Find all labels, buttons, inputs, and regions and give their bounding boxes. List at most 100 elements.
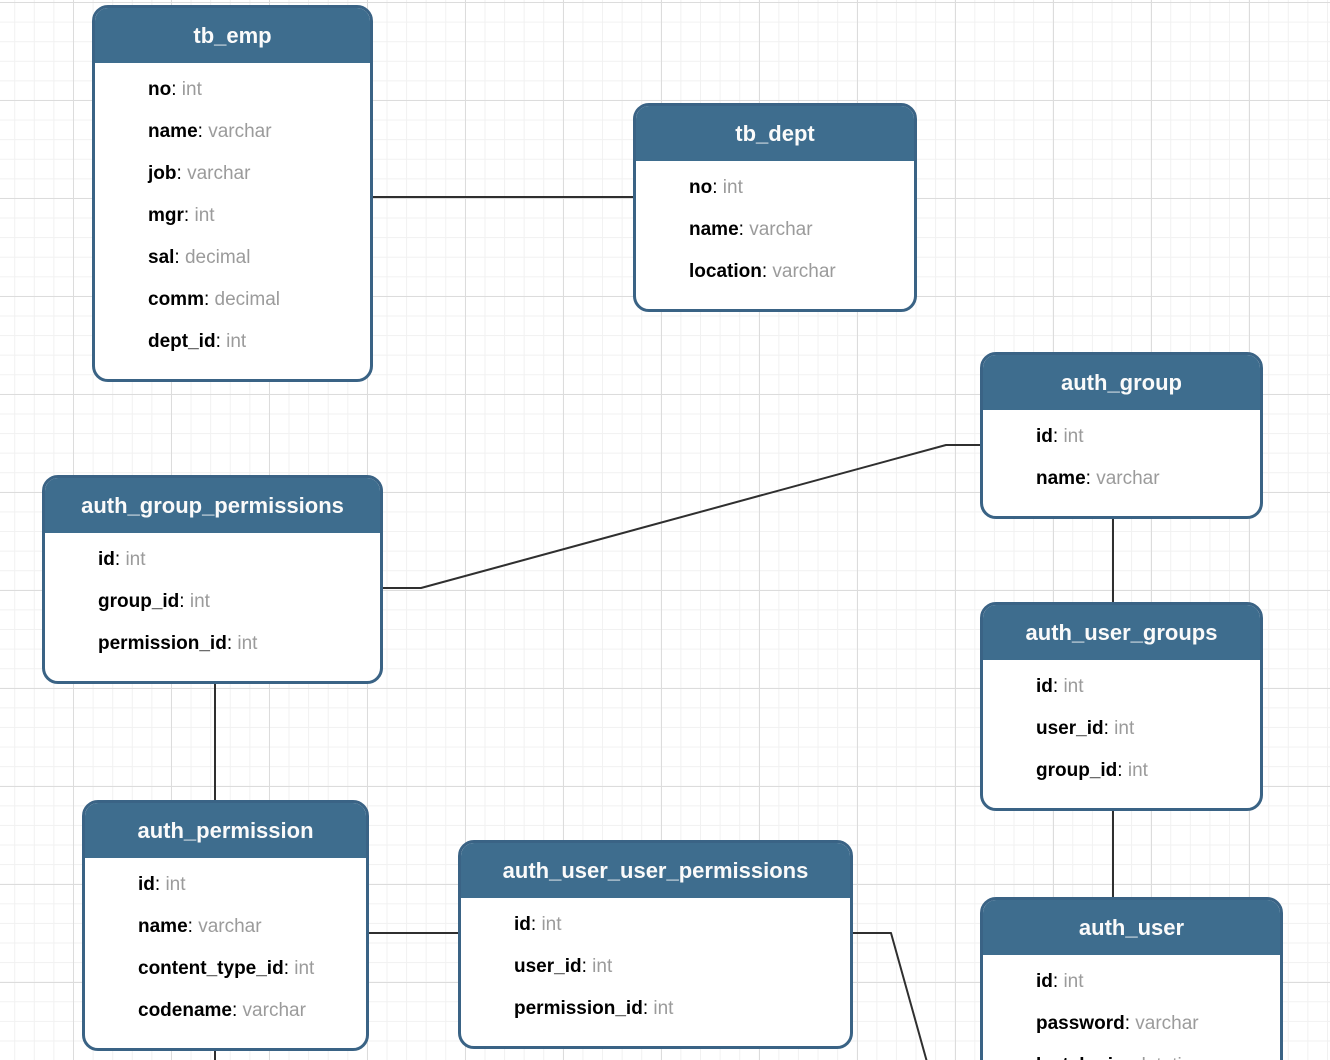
field-separator: : [171,79,182,100]
field-separator: : [1125,1055,1136,1060]
field-type: int [165,874,186,895]
field-separator: : [1052,971,1064,992]
field-row: codename: varchar [138,990,352,1032]
field-separator: : [1052,676,1064,697]
field-separator: : [154,874,166,895]
field-separator: : [1052,426,1064,447]
field-name: no [148,79,172,100]
field-name: location [689,261,762,282]
field-name: sal [148,247,175,268]
field-row: permission_id: int [514,988,836,1030]
table-auth_user[interactable]: auth_user id: int password: varchar last_l… [980,897,1283,1060]
field-type: int [722,177,743,198]
field-type: int [1127,760,1148,781]
field-row: user_id: int [514,946,836,988]
field-name: permission_id [98,633,227,654]
field-row: id: int [514,904,836,946]
field-separator: : [642,998,654,1019]
field-name: no [689,177,713,198]
field-name: content_type_id [138,958,284,979]
field-separator: : [215,331,227,352]
field-name: id [1036,971,1053,992]
field-type: varchar [187,163,251,184]
field-name: name [138,916,188,937]
field-name: dept_id [148,331,216,352]
field-row: mgr: int [148,195,356,237]
field-separator: : [226,633,238,654]
field-separator: : [183,205,195,226]
field-type: datetime [1135,1055,1208,1060]
table-header[interactable]: tb_dept [636,106,914,161]
field-name: id [1036,676,1053,697]
table-auth_group[interactable]: auth_group id: int name: varchar [980,352,1263,519]
field-row: group_id: int [1036,750,1246,792]
field-name: name [1036,468,1086,489]
field-type: int [226,331,247,352]
field-type: varchar [1096,468,1160,489]
field-type: int [294,958,315,979]
field-type: varchar [198,916,262,937]
field-type: int [1114,718,1135,739]
table-header[interactable]: auth_user_user_permissions [461,843,850,898]
field-name: user_id [514,956,582,977]
table-header[interactable]: tb_emp [95,8,370,63]
field-type: int [592,956,613,977]
field-separator: : [1117,760,1128,781]
field-row: content_type_id: int [138,948,352,990]
field-name: permission_id [514,998,643,1019]
field-name: id [98,549,115,570]
field-row: id: int [1036,416,1246,458]
table-header[interactable]: auth_user_groups [983,605,1260,660]
field-name: id [138,874,155,895]
field-type: varchar [1135,1013,1199,1034]
field-row: no: int [148,69,356,111]
field-type: int [1063,676,1084,697]
field-row: id: int [98,539,366,581]
field-name: mgr [148,205,184,226]
table-header[interactable]: auth_group_permissions [45,478,380,533]
field-type: int [194,205,215,226]
field-type: int [181,79,202,100]
field-name: last_login [1036,1055,1125,1060]
field-type: decimal [214,289,281,310]
field-row: location: varchar [689,251,900,293]
field-type: int [1063,971,1084,992]
field-row: comm: decimal [148,279,356,321]
field-separator: : [581,956,593,977]
field-name: group_id [98,591,180,612]
field-separator: : [738,219,750,240]
field-row: name: varchar [148,111,356,153]
field-row: user_id: int [1036,708,1246,750]
edge-auth_user_user_permissions-auth_user[interactable] [840,932,928,1060]
field-separator: : [179,591,190,612]
field-separator: : [197,121,209,142]
field-row: id: int [1036,666,1246,708]
field-name: password [1036,1013,1125,1034]
field-name: group_id [1036,760,1118,781]
field-type: int [1063,426,1084,447]
table-header[interactable]: auth_group [983,355,1260,410]
field-name: name [148,121,198,142]
field-type: int [653,998,674,1019]
field-type: int [237,633,258,654]
field-type: varchar [749,219,813,240]
field-row: permission_id: int [98,623,366,665]
field-row: group_id: int [98,581,366,623]
field-separator: : [114,549,126,570]
table-header[interactable]: auth_user [983,900,1280,955]
table-header[interactable]: auth_permission [85,803,366,858]
edge-auth_group_permissions-auth_group[interactable] [368,444,995,589]
